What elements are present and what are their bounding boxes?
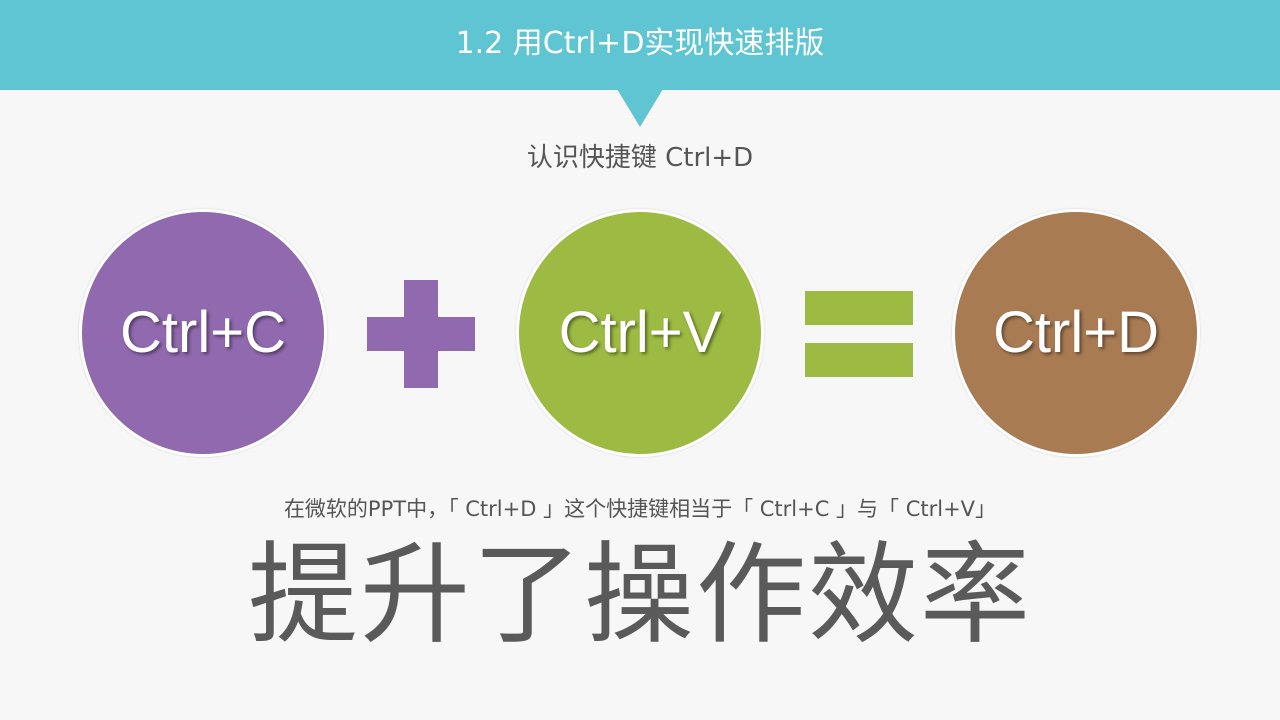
equals-icon-bottom-bar <box>805 343 913 377</box>
ctrl-d-label: Ctrl+D <box>993 300 1159 365</box>
description-text: 在微软的PPT中，「 Ctrl+D 」这个快捷键相当于「 Ctrl+C 」与「 … <box>283 497 997 521</box>
slide-subtitle: 认识快捷键 Ctrl+D <box>526 143 754 173</box>
ctrl-v-label: Ctrl+V <box>558 300 722 365</box>
equals-icon-top-bar <box>805 291 913 325</box>
ctrl-d-circle: Ctrl+D <box>952 209 1200 457</box>
ctrl-c-label: Ctrl+C <box>120 300 286 365</box>
slide-title: 1.2 用Ctrl+D实现快速排版 <box>455 26 825 61</box>
header-bar <box>0 0 1280 90</box>
headline-text: 提升了操作效率 <box>248 531 1032 659</box>
header-pointer <box>617 89 663 127</box>
ctrl-v-circle: Ctrl+V <box>516 209 764 457</box>
ctrl-c-circle: Ctrl+C <box>79 209 327 457</box>
plus-icon-vertical <box>404 280 438 388</box>
